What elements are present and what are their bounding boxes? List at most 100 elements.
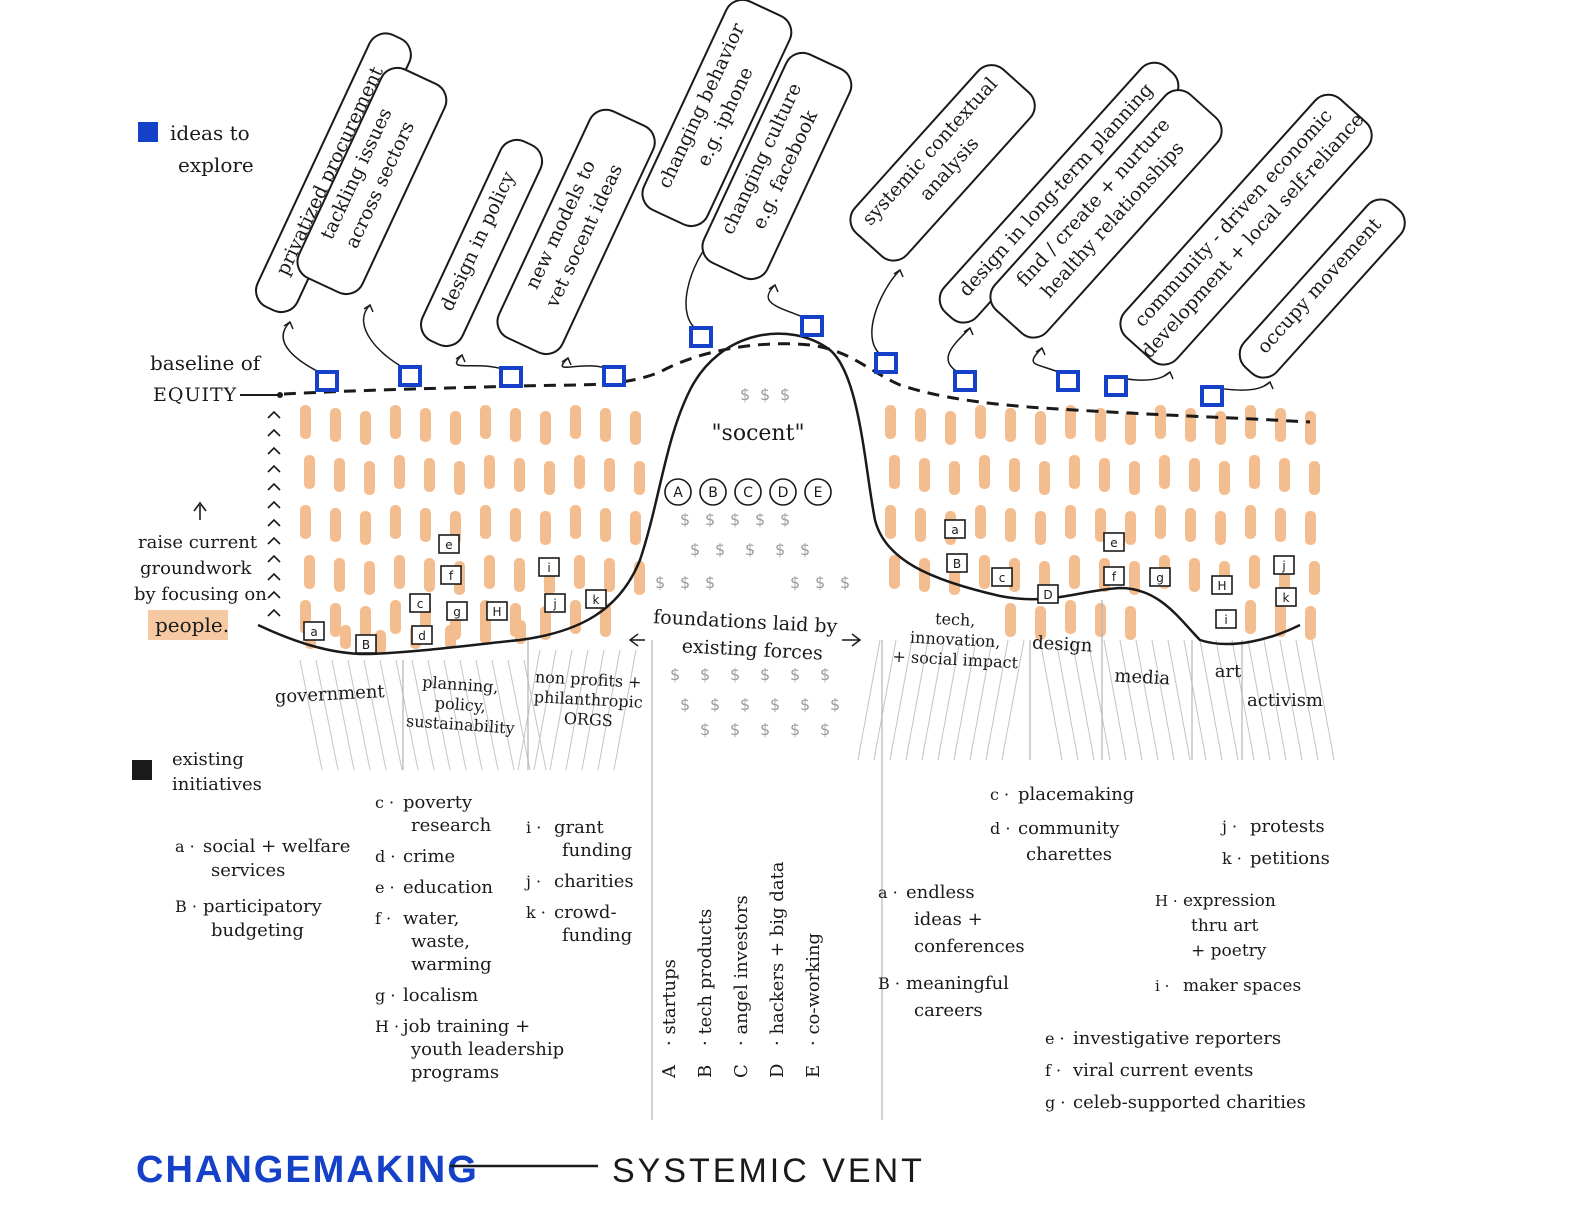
initiative-marker-right (1215, 609, 1237, 629)
arrowhead-icon (768, 283, 779, 293)
raise-chevron (267, 554, 281, 563)
raise-chevron (267, 410, 281, 419)
baseline-line-1: baseline of (150, 351, 262, 375)
list-item-key: d · (375, 847, 395, 866)
hatch-line (427, 659, 451, 771)
orange-mark (634, 561, 645, 595)
ideas-legend-line-2: explore (178, 153, 254, 177)
hatch-line (889, 639, 913, 761)
orange-mark (1189, 558, 1200, 592)
equity-baseline (283, 342, 1311, 424)
initiative-marker-letter: f (449, 569, 454, 583)
groundwork-orange-marks (300, 405, 1320, 654)
orange-mark (330, 408, 341, 442)
dollar-sign: $ (745, 540, 755, 559)
dollar-sign: $ (705, 510, 715, 529)
orange-mark (360, 511, 371, 545)
list-item-planning: crime (403, 846, 455, 867)
list-item-tech: endless (906, 882, 975, 903)
dollar-sign-marks: $$$$$$$$$$$$$$$$$$$$$$$$$$$$$$$$$$$$ (655, 385, 850, 739)
idea-square (1056, 370, 1080, 392)
orange-mark (330, 508, 341, 542)
orange-mark (1069, 455, 1080, 489)
orange-mark (454, 461, 465, 495)
idea-bubble-outline (989, 89, 1223, 339)
list-item-planning: waste, (411, 931, 470, 952)
sector-label-planning: policy, (434, 693, 486, 716)
list-item-nonprofits: crowd- (554, 902, 617, 923)
list-item-government: budgeting (211, 920, 304, 941)
socent-letter-circle (664, 478, 692, 506)
list-item-planning: research (411, 815, 492, 836)
orange-mark (1095, 603, 1106, 637)
initiative-marker-letter: a (951, 523, 958, 537)
initiative-marker-letter: D (1043, 588, 1052, 602)
orange-mark (375, 630, 386, 654)
hatch-line (1103, 639, 1127, 761)
arrowhead-icon (561, 356, 572, 366)
idea-connector (871, 269, 901, 359)
hatch-line (363, 659, 387, 771)
list-item-socent-text: · hackers + big data (767, 861, 788, 1046)
dollar-sign: $ (700, 720, 710, 739)
initiative-marker-left (355, 634, 377, 654)
initiative-marker-letter: a (310, 625, 317, 639)
initiative-marker-right (1149, 567, 1171, 587)
initiative-marker-letter: B (953, 557, 961, 571)
sector-label-activism: activism (1247, 690, 1323, 711)
hatch-line (1247, 639, 1271, 761)
list-item-design: charettes (1026, 844, 1112, 865)
initiative-marker-right (946, 553, 968, 573)
sector-label-tech: tech, (935, 609, 976, 630)
list-item-key: j · (1220, 817, 1237, 836)
dollar-sign: $ (790, 573, 800, 592)
idea-bubble-outline (296, 66, 448, 296)
hatch-line (549, 649, 573, 771)
right-arrow-icon (842, 633, 862, 647)
list-item-tech: conferences (914, 936, 1025, 957)
list-item-key: c · (375, 793, 394, 812)
orange-mark (1215, 411, 1226, 445)
orange-mark (540, 411, 551, 445)
dollar-sign: $ (820, 720, 830, 739)
dollar-sign: $ (780, 510, 790, 529)
raise-line-3: by focusing on (134, 584, 267, 605)
initiative-marker-letter: H (1217, 579, 1226, 593)
initiative-marker-right (1037, 584, 1059, 604)
orange-mark (574, 555, 585, 589)
list-item-socent-text: · tech products (695, 909, 716, 1046)
hatch-line (581, 649, 605, 771)
orange-mark (510, 508, 521, 542)
hatch-line (565, 649, 589, 771)
orange-mark (885, 405, 896, 439)
orange-mark (330, 603, 341, 637)
raise-label: raise current groundwork by focusing on … (134, 532, 267, 637)
dollar-sign: $ (815, 573, 825, 592)
hatch-line (953, 639, 977, 761)
idea-connector (362, 304, 411, 372)
orange-mark (1125, 411, 1136, 445)
orange-mark (570, 505, 581, 539)
dollar-sign: $ (715, 540, 725, 559)
initiative-marker-left (486, 601, 508, 621)
list-item-media: viral current events (1072, 1060, 1253, 1081)
hatch-line (1071, 639, 1095, 761)
list-item-key: i · (526, 818, 541, 837)
sector-label-tech: innovation, (910, 628, 1001, 652)
orange-mark (634, 461, 645, 495)
foundations-label: foundations laid by existing forces (628, 606, 862, 665)
raise-chevron (267, 518, 281, 527)
hatch-line (299, 659, 323, 771)
orange-mark (1009, 458, 1020, 492)
hatch-line (1151, 639, 1175, 761)
list-item-socent: C (731, 1064, 752, 1078)
list-item-socent: E (803, 1065, 824, 1078)
orange-mark (424, 558, 435, 592)
dollar-sign: $ (670, 665, 680, 684)
orange-mark (949, 461, 960, 495)
orange-mark (1305, 606, 1316, 640)
hatch-line (443, 659, 467, 771)
initiative-marker-letter: j (552, 597, 556, 611)
initiative-marker-letter: H (492, 605, 501, 619)
